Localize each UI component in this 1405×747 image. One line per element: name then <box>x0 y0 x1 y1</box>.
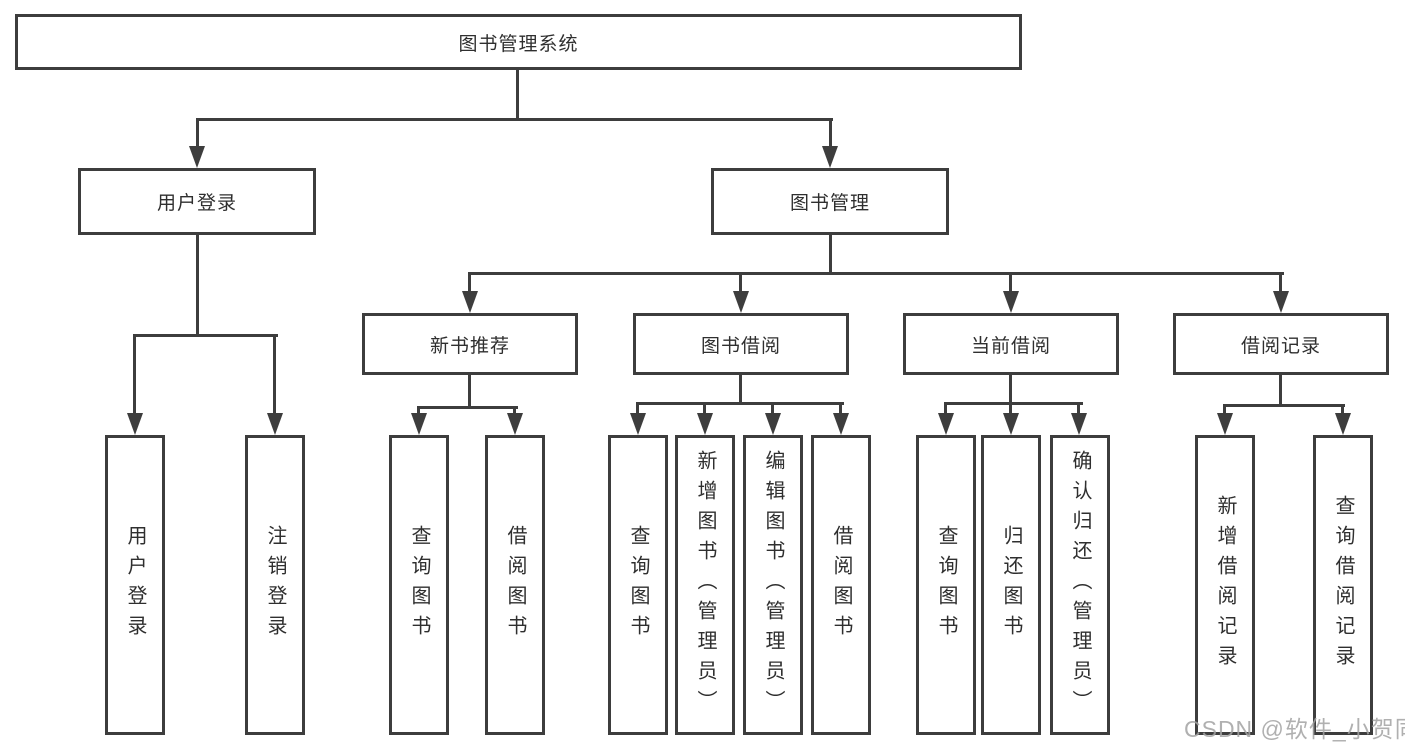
leaf-query-book-current: 查询图书 <box>916 435 976 735</box>
connector-line <box>196 118 833 121</box>
connector-line <box>1223 406 1226 414</box>
leaf-query-borrow-record: 查询借阅记录 <box>1313 435 1373 735</box>
leaf-query-book-recommend: 查询图书 <box>389 435 449 735</box>
leaf-return-book: 归还图书 <box>981 435 1041 735</box>
node-root: 图书管理系统 <box>15 14 1022 70</box>
connector-arrow <box>1273 291 1289 313</box>
connector-arrow <box>822 146 838 168</box>
connector-line <box>944 402 1083 405</box>
connector-line <box>417 406 518 409</box>
connector-arrow <box>462 291 478 313</box>
connector-line <box>944 404 947 414</box>
connector-line <box>516 70 519 119</box>
connector-line <box>703 404 706 414</box>
connector-arrow <box>1003 291 1019 313</box>
leaf-logout: 注销登录 <box>245 435 305 735</box>
connector-line <box>1223 404 1345 407</box>
leaf-add-book-admin: 新增图书（管理员） <box>675 435 735 735</box>
leaf-query-book-borrow: 查询图书 <box>608 435 668 735</box>
connector-arrow <box>1217 413 1233 435</box>
connector-line <box>468 274 471 291</box>
connector-arrow <box>507 413 523 435</box>
node-book-management: 图书管理 <box>711 168 949 235</box>
connector-line <box>1077 404 1080 414</box>
connector-arrow <box>1003 413 1019 435</box>
connector-line <box>636 402 844 405</box>
connector-arrow <box>1335 413 1351 435</box>
leaf-user-login: 用户登录 <box>105 435 165 735</box>
node-new-book-recommend: 新书推荐 <box>362 313 578 375</box>
node-book-borrow: 图书借阅 <box>633 313 849 375</box>
node-current-borrow: 当前借阅 <box>903 313 1119 375</box>
connector-line <box>739 375 742 405</box>
node-user-login: 用户登录 <box>78 168 316 235</box>
connector-line <box>1009 274 1012 291</box>
connector-line <box>133 334 278 337</box>
connector-line <box>829 120 832 148</box>
connector-line <box>468 272 1284 275</box>
connector-arrow <box>697 413 713 435</box>
connector-line <box>829 235 832 274</box>
connector-line <box>1009 375 1012 405</box>
connector-line <box>513 408 516 414</box>
connector-line <box>771 404 774 414</box>
connector-arrow <box>1071 413 1087 435</box>
connector-arrow <box>833 413 849 435</box>
connector-line <box>196 235 199 336</box>
connector-line <box>1341 406 1344 414</box>
leaf-add-borrow-record: 新增借阅记录 <box>1195 435 1255 735</box>
leaf-borrow-book: 借阅图书 <box>811 435 871 735</box>
connector-arrow <box>938 413 954 435</box>
node-borrow-record: 借阅记录 <box>1173 313 1389 375</box>
leaf-confirm-return-admin: 确认归还（管理员） <box>1050 435 1110 735</box>
connector-line <box>636 404 639 414</box>
connector-arrow <box>189 146 205 168</box>
watermark: CSDN @软件_小贺同学 <box>1184 716 1405 742</box>
connector-line <box>417 408 420 414</box>
connector-line <box>1009 404 1012 414</box>
connector-line <box>839 404 842 414</box>
connector-arrow <box>733 291 749 313</box>
connector-arrow <box>765 413 781 435</box>
connector-line <box>196 120 199 148</box>
connector-arrow <box>411 413 427 435</box>
connector-line <box>468 375 471 408</box>
connector-arrow <box>267 413 283 435</box>
connector-line <box>273 336 276 413</box>
connector-line <box>1279 375 1282 406</box>
connector-arrow <box>630 413 646 435</box>
connector-line <box>133 336 136 413</box>
leaf-borrow-book-recommend: 借阅图书 <box>485 435 545 735</box>
leaf-edit-book-admin: 编辑图书（管理员） <box>743 435 803 735</box>
connector-line <box>1279 274 1282 291</box>
connector-arrow <box>127 413 143 435</box>
connector-line <box>739 274 742 291</box>
